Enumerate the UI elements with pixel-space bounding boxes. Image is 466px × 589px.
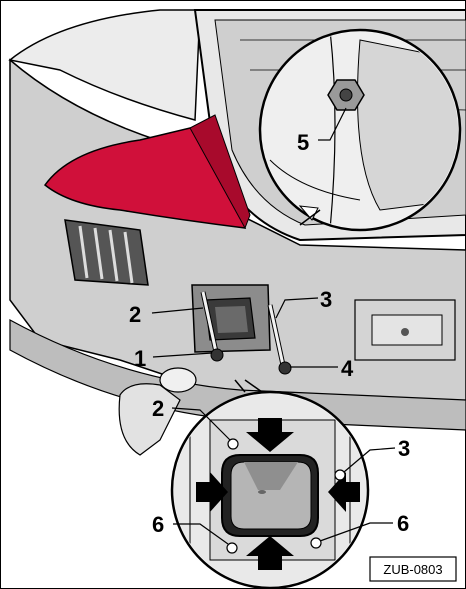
tail-light <box>43 127 247 229</box>
detail-circle-top <box>258 28 462 232</box>
callout-3-main: 3 <box>320 287 332 312</box>
arrow-down <box>246 418 294 452</box>
callout-1: 1 <box>134 346 146 371</box>
callout-5: 5 <box>297 130 309 155</box>
callout-labels: 2 1 3 4 5 2 3 6 6 <box>129 130 410 537</box>
callout-6-right: 6 <box>397 511 409 536</box>
vent-grille <box>64 219 149 286</box>
bolt-2 <box>200 291 224 362</box>
bolt-3 <box>267 304 292 375</box>
arrow-up <box>246 536 294 570</box>
leader-lines-detail <box>171 407 396 545</box>
detail-circle-bottom <box>170 379 396 589</box>
reference-code: ZUB-0803 <box>383 562 442 577</box>
hole-6-right <box>310 537 322 549</box>
callout-3-detail: 3 <box>398 436 410 461</box>
callout-6-left: 6 <box>152 512 164 537</box>
callout-4: 4 <box>341 356 354 381</box>
hole-2 <box>227 438 239 450</box>
reference-code-box: ZUB-0803 <box>369 556 457 582</box>
leader-lines-main <box>151 297 338 368</box>
exhaust-pipe <box>118 383 181 456</box>
leader-line-5 <box>318 107 347 141</box>
callout-2-detail: 2 <box>152 396 164 421</box>
arrow-left <box>328 472 360 512</box>
callout-2-main: 2 <box>129 302 141 327</box>
hole-3 <box>334 469 346 481</box>
arrow-right <box>196 472 228 512</box>
hole-6-left <box>226 542 238 554</box>
